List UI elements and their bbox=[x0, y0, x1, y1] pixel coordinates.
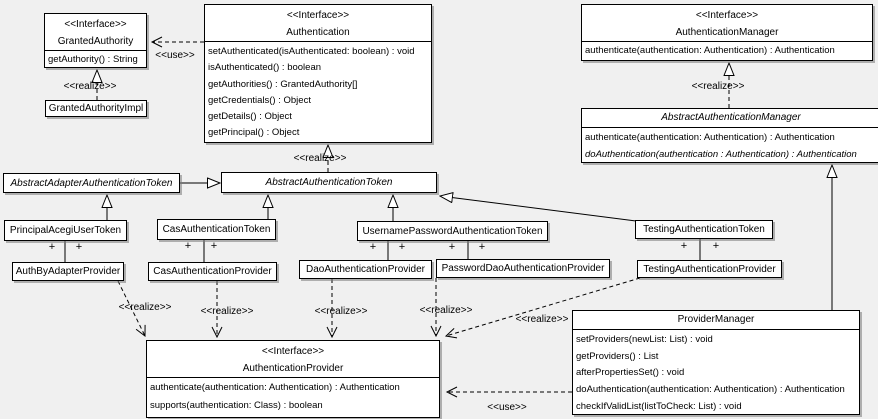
method-set-authenticated: setAuthenticated(isAuthenticated: boolea… bbox=[208, 46, 415, 57]
class-box-authentication: <<Interface>> Authentication setAuthenti… bbox=[204, 4, 432, 143]
method-authenticate: authenticate(authentication: Authenticat… bbox=[585, 132, 835, 143]
realize-label: <<realize>> bbox=[691, 81, 745, 92]
method-get-authorities: getAuthorities() : GrantedAuthority[] bbox=[208, 78, 358, 90]
method-authenticate: authenticate(authentication: Authenticat… bbox=[585, 45, 835, 56]
method-supports: supports(authentication: Class) : boolea… bbox=[150, 400, 323, 411]
class-box-username-password-authentication-token: UsernamePasswordAuthenticationToken bbox=[357, 221, 548, 241]
method-get-authority: getAuthority() : String bbox=[48, 53, 138, 65]
class-box-authentication-provider: <<Interface>> AuthenticationProvider aut… bbox=[146, 340, 440, 418]
method-get-providers: getProviders() : List bbox=[576, 350, 659, 362]
class-box-cas-authentication-provider: CasAuthenticationProvider bbox=[148, 262, 277, 281]
method-is-authenticated: isAuthenticated() : boolean bbox=[208, 62, 322, 74]
class-box-dao-authentication-provider: DaoAuthenticationProvider bbox=[299, 260, 432, 279]
class-box-authentication-manager: <<Interface>> AuthenticationManager auth… bbox=[581, 4, 873, 61]
class-name: ProviderManager bbox=[677, 314, 755, 325]
multiplicity-label: + bbox=[210, 240, 218, 252]
method-check-if-valid-list: checkIfValidList(listToCheck: List) : vo… bbox=[576, 400, 742, 412]
method-do-authentication: doAuthentication(authentication : Authen… bbox=[585, 149, 857, 160]
class-name: AbstractAdapterAuthenticationToken bbox=[10, 177, 173, 189]
class-name: AuthByAdapterProvider bbox=[15, 266, 121, 277]
multiplicity-label: + bbox=[478, 241, 486, 253]
realize-label: <<realize>> bbox=[118, 302, 172, 313]
class-box-cas-authentication-token: CasAuthenticationToken bbox=[157, 219, 276, 240]
multiplicity-label: + bbox=[448, 241, 456, 253]
use-label: <<use>> bbox=[155, 50, 195, 61]
class-box-granted-authority: <<Interface>> GrantedAuthority getAuthor… bbox=[44, 13, 147, 68]
class-box-provider-manager: ProviderManager setProviders(newList: Li… bbox=[572, 310, 860, 415]
method-get-credentials: getCredentials() : Object bbox=[208, 94, 311, 106]
realize-label: <<realize>> bbox=[200, 306, 254, 317]
realize-label: <<realize>> bbox=[293, 153, 347, 164]
class-box-password-dao-authentication-provider: PasswordDaoAuthenticationProvider bbox=[436, 259, 610, 278]
stereotype-label: <<Interface>> bbox=[695, 10, 759, 21]
method-authenticate: authenticate(authentication: Authenticat… bbox=[150, 382, 400, 393]
stereotype-label: <<Interface>> bbox=[64, 19, 127, 30]
class-name: TestingAuthenticationProvider bbox=[643, 263, 776, 275]
method-do-authentication: doAuthentication(authentication: Authent… bbox=[576, 384, 845, 396]
class-box-abstract-adapter-authentication-token: AbstractAdapterAuthenticationToken bbox=[3, 173, 180, 193]
stereotype-label: <<Interface>> bbox=[286, 10, 350, 21]
multiplicity-label: + bbox=[369, 241, 377, 253]
realize-label: <<realize>> bbox=[63, 81, 117, 92]
class-box-auth-by-adapter-provider: AuthByAdapterProvider bbox=[12, 262, 124, 281]
multiplicity-label: + bbox=[48, 241, 56, 253]
multiplicity-label: + bbox=[680, 240, 688, 252]
method-after-properties-set: afterPropertiesSet() : void bbox=[576, 367, 685, 379]
multiplicity-label: + bbox=[75, 241, 83, 253]
class-name: AbstractAuthenticationToken bbox=[265, 177, 393, 188]
realize-label: <<realize>> bbox=[314, 306, 368, 317]
class-name: PrincipalAcegiUserToken bbox=[9, 225, 122, 236]
class-box-testing-authentication-provider: TestingAuthenticationProvider bbox=[637, 260, 782, 278]
method-get-principal: getPrincipal() : Object bbox=[208, 127, 300, 139]
class-name: CasAuthenticationProvider bbox=[153, 266, 272, 277]
method-set-providers: setProviders(newList: List) : void bbox=[576, 334, 713, 345]
class-name: CasAuthenticationToken bbox=[162, 224, 271, 235]
class-box-granted-authority-impl: GrantedAuthorityImpl bbox=[45, 100, 147, 117]
class-name: PasswordDaoAuthenticationProvider bbox=[441, 263, 605, 274]
class-box-abstract-authentication-manager: AbstractAuthenticationManager authentica… bbox=[581, 108, 878, 163]
class-name: DaoAuthenticationProvider bbox=[306, 264, 425, 275]
class-name: GrantedAuthority bbox=[57, 36, 134, 47]
class-name: UsernamePasswordAuthenticationToken bbox=[362, 225, 543, 237]
realize-label: <<realize>> bbox=[515, 314, 569, 325]
class-name: Authentication bbox=[286, 27, 350, 38]
multiplicity-label: + bbox=[712, 240, 720, 252]
class-name: AuthenticationProvider bbox=[242, 363, 344, 374]
class-name: AuthenticationManager bbox=[675, 27, 779, 38]
multiplicity-label: + bbox=[398, 241, 406, 253]
method-get-details: getDetails() : Object bbox=[208, 111, 292, 123]
class-name: AbstractAuthenticationManager bbox=[661, 112, 801, 123]
use-label: <<use>> bbox=[487, 402, 527, 413]
realize-label: <<realize>> bbox=[419, 305, 473, 316]
class-name: TestingAuthenticationToken bbox=[643, 224, 765, 235]
class-box-principal-acegi-user-token: PrincipalAcegiUserToken bbox=[4, 220, 127, 241]
multiplicity-label: + bbox=[184, 240, 192, 252]
class-name: GrantedAuthorityImpl bbox=[48, 103, 144, 114]
class-box-abstract-authentication-token: AbstractAuthenticationToken bbox=[221, 172, 437, 193]
class-box-testing-authentication-token: TestingAuthenticationToken bbox=[635, 220, 773, 239]
stereotype-label: <<Interface>> bbox=[261, 346, 325, 357]
